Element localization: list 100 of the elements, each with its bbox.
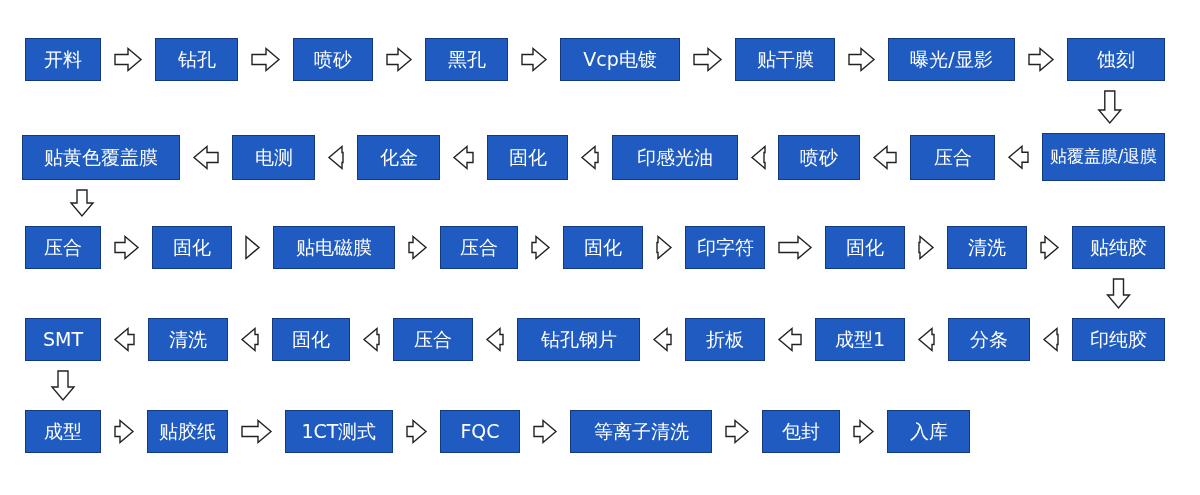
process-box <box>425 38 508 81</box>
step-label: 分条 <box>970 327 1008 352</box>
hollow-arrow <box>656 235 673 260</box>
process-box <box>440 226 518 269</box>
hollow-arrow <box>114 419 135 444</box>
hollow-arrow <box>192 145 219 170</box>
step-label: SMT <box>42 327 84 352</box>
hollow-arrow <box>652 327 672 352</box>
process-box <box>155 38 238 81</box>
process-box <box>762 410 840 453</box>
process-box <box>487 135 568 180</box>
step-label: 压合 <box>460 235 498 260</box>
step-label: 贴干膜 <box>756 47 814 72</box>
hollow-arrow <box>327 145 344 170</box>
hollow-arrow <box>485 327 504 352</box>
hollow-arrow <box>1042 327 1059 352</box>
hollow-arrow <box>1040 235 1060 260</box>
step-label: 固化 <box>508 145 547 170</box>
process-box <box>440 410 520 453</box>
step-label: 印纯胶 <box>1090 327 1147 352</box>
step-label: 开料 <box>44 47 82 72</box>
hollow-arrow <box>750 145 766 170</box>
step-label: 贴电磁膜 <box>296 235 372 260</box>
process-box <box>778 135 860 180</box>
step-label: 压合 <box>44 235 82 260</box>
step-label: 清洗 <box>968 235 1006 260</box>
step-label: 固化 <box>584 235 622 260</box>
process-box <box>25 38 101 81</box>
process-box <box>1072 318 1165 361</box>
step-label: 蚀刻 <box>1097 47 1135 72</box>
step-label: 黑孔 <box>447 47 486 72</box>
process-box <box>148 318 228 361</box>
step-label: 固化 <box>173 235 211 260</box>
hollow-arrow <box>521 47 548 72</box>
step-label: 压合 <box>933 145 972 170</box>
hollow-arrow <box>50 370 76 402</box>
process-box <box>888 38 1015 81</box>
process-box <box>273 226 395 269</box>
step-label: FQC <box>460 419 500 444</box>
hollow-arrow <box>452 145 474 170</box>
process-box <box>560 38 680 81</box>
process-box <box>910 135 995 180</box>
step-label: 喷砂 <box>800 145 838 170</box>
step-label: 折板 <box>706 327 744 352</box>
process-box <box>285 410 393 453</box>
hollow-arrow <box>408 235 428 260</box>
hollow-arrow <box>1007 144 1029 170</box>
process-box <box>25 318 101 361</box>
step-label: 贴黄色覆盖膜 <box>44 145 158 170</box>
hollow-arrow <box>1028 47 1055 72</box>
hollow-arrow <box>245 235 261 260</box>
hollow-arrow <box>69 189 95 218</box>
hollow-arrow <box>580 145 599 170</box>
process-box <box>393 318 473 361</box>
process-box <box>25 226 101 269</box>
hollow-arrow <box>848 47 876 72</box>
hollow-arrow <box>251 47 281 72</box>
process-box <box>147 410 228 453</box>
step-label: 印字符 <box>696 235 754 260</box>
step-label: 固化 <box>292 327 330 352</box>
hollow-arrow <box>1106 278 1131 310</box>
hollow-arrow <box>725 419 750 444</box>
step-label: 包封 <box>782 419 820 444</box>
step-label: 贴覆盖膜/退膜 <box>1049 146 1158 168</box>
hollow-arrow <box>918 235 935 260</box>
process-box <box>685 226 765 269</box>
step-label: 化金 <box>379 145 418 170</box>
process-box <box>232 135 315 180</box>
process-box <box>22 135 180 180</box>
step-label: 清洗 <box>169 327 207 352</box>
process-box <box>272 318 350 361</box>
step-label: 入库 <box>909 419 948 444</box>
process-box <box>815 318 905 361</box>
process-box <box>1042 133 1165 181</box>
process-box <box>563 226 643 269</box>
hollow-arrow <box>386 47 413 72</box>
hollow-arrow <box>693 47 723 72</box>
step-label: 固化 <box>846 235 884 260</box>
process-box <box>735 38 835 81</box>
step-label: 钻孔 <box>177 47 216 72</box>
hollow-arrow <box>406 419 428 444</box>
hollow-arrow <box>362 327 380 352</box>
hollow-arrow <box>778 235 813 260</box>
hollow-arrow <box>917 327 935 352</box>
process-box <box>570 410 712 453</box>
step-label: 成型 <box>44 419 82 444</box>
step-label: 等离子清洗 <box>593 419 689 444</box>
step-label: Vcp电镀 <box>583 47 657 72</box>
process-box <box>25 410 101 453</box>
hollow-arrow <box>533 419 558 444</box>
step-label: 贴胶纸 <box>159 419 216 444</box>
step-label: 成型1 <box>834 327 886 352</box>
process-box <box>612 135 738 180</box>
process-box <box>825 226 905 269</box>
hollow-arrow <box>241 419 273 444</box>
process-box <box>1072 226 1165 269</box>
step-label: 印感光油 <box>637 145 713 170</box>
step-label: 压合 <box>414 327 452 352</box>
process-box <box>947 226 1027 269</box>
process-box <box>685 318 765 361</box>
